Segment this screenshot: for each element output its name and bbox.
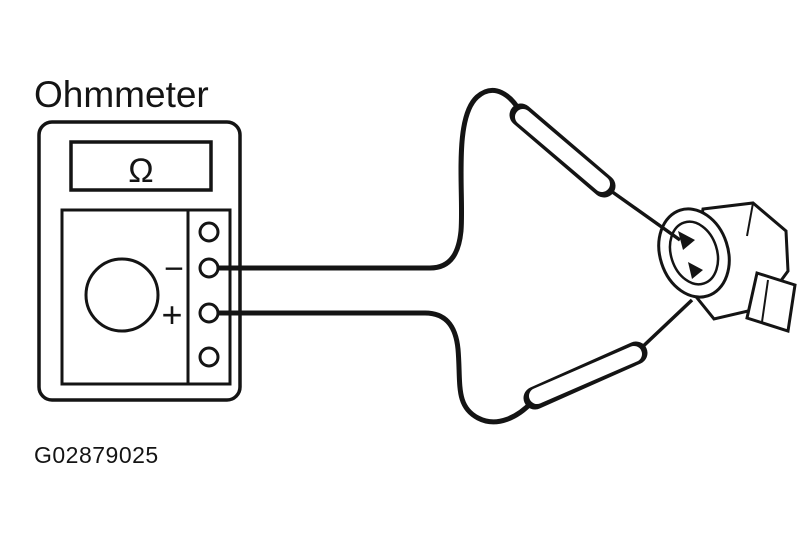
sensor	[657, 201, 797, 333]
omega-symbol: Ω	[128, 152, 153, 190]
sensor-connector-detail	[761, 279, 769, 323]
figure-id: G02879025	[34, 442, 159, 468]
minus-label: −	[164, 250, 184, 288]
sensor-terminal-blade-lower	[688, 262, 703, 279]
ohmmeter-dial	[84, 257, 160, 333]
ohmmeter-device	[37, 120, 242, 402]
probe-upper-body-fill	[515, 109, 610, 192]
terminal-bottom	[198, 346, 220, 368]
probe-lower	[523, 298, 694, 410]
terminal-top	[198, 221, 220, 243]
probe-lower-body-fill	[529, 346, 642, 404]
sensor-hex-edge-detail	[746, 202, 754, 237]
probe-lower-tip	[634, 298, 694, 355]
sensor-connector	[745, 271, 797, 333]
probe-upper-tip	[602, 184, 682, 242]
test-lead-positive	[216, 310, 535, 425]
probe-upper	[509, 103, 682, 242]
ohmmeter-display	[69, 140, 213, 192]
sensor-terminal-blade-upper	[678, 231, 695, 250]
diagram-title: Ohmmeter	[34, 74, 209, 115]
test-lead-negative	[216, 87, 524, 271]
plus-label: +	[161, 294, 182, 335]
